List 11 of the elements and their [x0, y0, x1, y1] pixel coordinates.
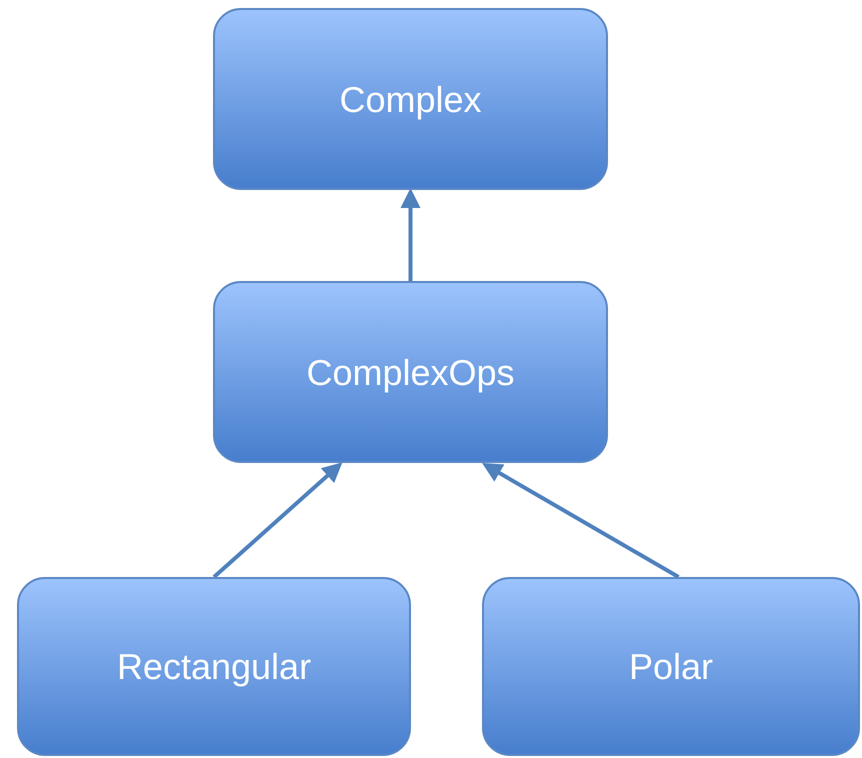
class-name: Complex: [339, 78, 482, 122]
class-name: ComplexOps: [306, 350, 515, 394]
class-box: [482, 577, 860, 756]
class-box: [213, 8, 608, 190]
class-box: [17, 577, 411, 756]
arrow: [482, 463, 680, 579]
class-name: Polar: [628, 645, 714, 689]
arrow: [400, 188, 420, 281]
class-name: Rectangular: [116, 645, 312, 689]
class-box: [213, 281, 608, 463]
arrow: [212, 462, 342, 578]
